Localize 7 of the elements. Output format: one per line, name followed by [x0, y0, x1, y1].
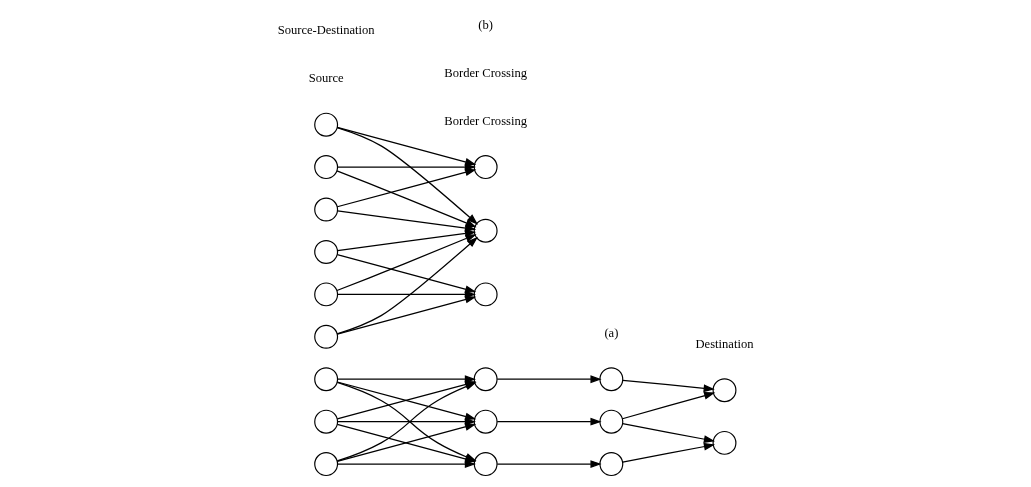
label: Source-Destination [277, 23, 375, 38]
label: (b) [478, 17, 493, 32]
label: (a) [604, 325, 619, 340]
label: Destination [695, 336, 754, 351]
label: Border Crossing [444, 113, 527, 128]
label: Border Crossing [444, 65, 527, 80]
label: Source [308, 71, 344, 86]
